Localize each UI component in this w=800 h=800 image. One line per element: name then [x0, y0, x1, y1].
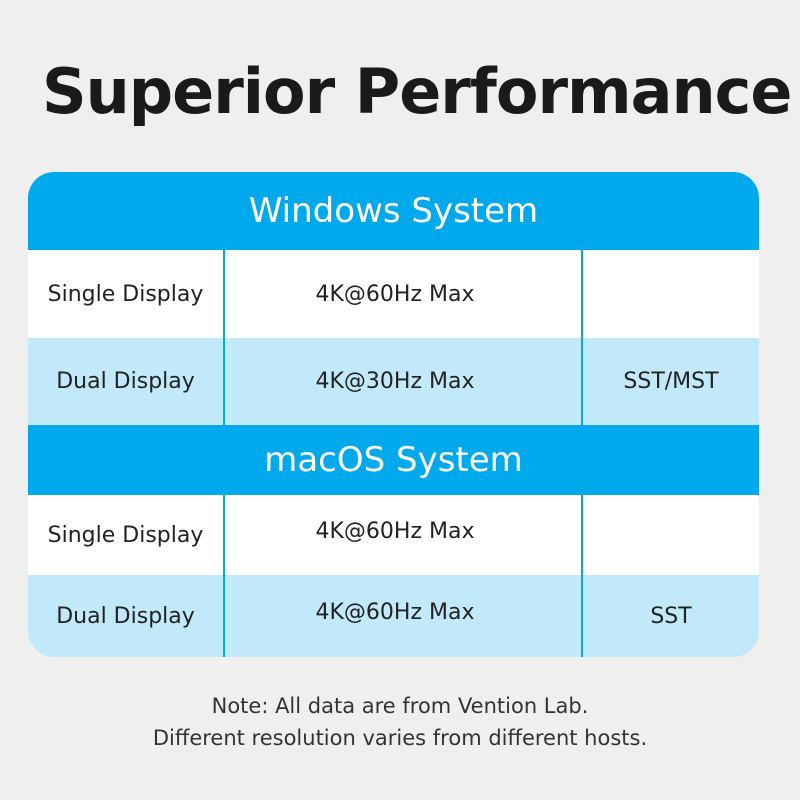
- resolution-value: 4K@60Hz Max: [315, 599, 475, 625]
- resolution-cell: 4K@30Hz Max: [223, 338, 581, 425]
- table-row: Dual Display 4K@60Hz Max SST: [28, 575, 759, 657]
- mode-cell: [581, 495, 759, 575]
- page-title: Superior Performance: [42, 55, 792, 128]
- performance-table: Windows System Single Display 4K@60Hz Ma…: [28, 172, 759, 657]
- resolution-value: 4K@60Hz Max: [315, 281, 475, 307]
- table-row: Single Display 4K@60Hz Max: [28, 250, 759, 338]
- footnote: Note: All data are from Vention Lab. Dif…: [0, 690, 800, 754]
- row-label: Dual Display: [56, 369, 195, 394]
- table-row: Dual Display 4K@30Hz Max SST/MST: [28, 338, 759, 425]
- resolution-value: 4K@60Hz Max: [315, 518, 475, 544]
- mode-cell: SST/MST: [581, 338, 759, 425]
- mode-cell: SST: [581, 575, 759, 657]
- section-header-windows: Windows System: [28, 172, 759, 250]
- resolution-cell: 4K@60Hz Max: [223, 575, 581, 657]
- mode-cell: [581, 250, 759, 338]
- footnote-line-1: Note: All data are from Vention Lab.: [211, 694, 589, 718]
- table-row: Single Display 4K@60Hz Max: [28, 495, 759, 575]
- row-label: Single Display: [47, 522, 204, 548]
- resolution-cell: 4K@60Hz Max: [223, 250, 581, 338]
- resolution-value: 4K@30Hz Max: [315, 369, 475, 394]
- footnote-line-2: Different resolution varies from differe…: [152, 726, 648, 750]
- row-label: Single Display: [47, 281, 204, 307]
- row-label: Dual Display: [56, 603, 195, 629]
- resolution-cell: 4K@60Hz Max: [223, 495, 581, 575]
- section-header-macos: macOS System: [28, 425, 759, 495]
